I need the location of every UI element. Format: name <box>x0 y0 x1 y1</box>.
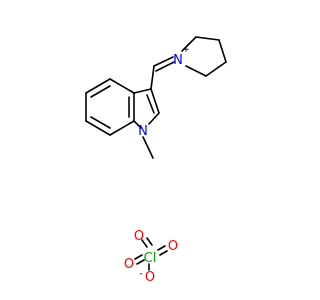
negative-charge: - <box>139 269 142 279</box>
bond <box>185 65 207 77</box>
bond <box>205 61 227 77</box>
bond <box>157 245 166 251</box>
bond-inner <box>90 116 111 129</box>
bond <box>153 56 174 67</box>
bond <box>109 120 135 136</box>
bond <box>136 259 145 265</box>
bond <box>134 254 143 260</box>
bond <box>85 120 111 136</box>
bond-inner <box>146 94 155 114</box>
bond <box>141 239 148 248</box>
bond <box>142 136 154 159</box>
positive-charge: + <box>182 45 190 55</box>
bond <box>159 250 168 256</box>
bond <box>155 61 175 72</box>
bond <box>150 65 155 90</box>
chlorine-atom: Cl <box>144 251 157 266</box>
indole-nitrogen: N <box>138 124 148 139</box>
oxygen-left: O <box>124 257 134 272</box>
chemical-structure-diagram: N + N Cl O O O O - <box>85 36 227 285</box>
bond <box>148 112 160 125</box>
bond <box>133 88 152 94</box>
bond <box>133 120 142 129</box>
pyrrolidinium-nitrogen: N <box>173 53 183 68</box>
bond <box>85 78 111 94</box>
bond <box>195 36 220 41</box>
bond <box>181 36 197 52</box>
bond <box>109 78 135 94</box>
oxygen-bottom: O <box>145 270 155 285</box>
bond <box>150 88 160 114</box>
bond-inner <box>90 85 111 98</box>
bond <box>218 39 227 63</box>
oxygen-right: O <box>168 239 178 254</box>
cation-bonds <box>85 36 227 159</box>
oxygen-top: O <box>134 229 144 244</box>
anion-bonds <box>134 237 168 271</box>
structure-canvas: N + N Cl O O O O - <box>85 36 227 285</box>
bond <box>146 237 153 246</box>
